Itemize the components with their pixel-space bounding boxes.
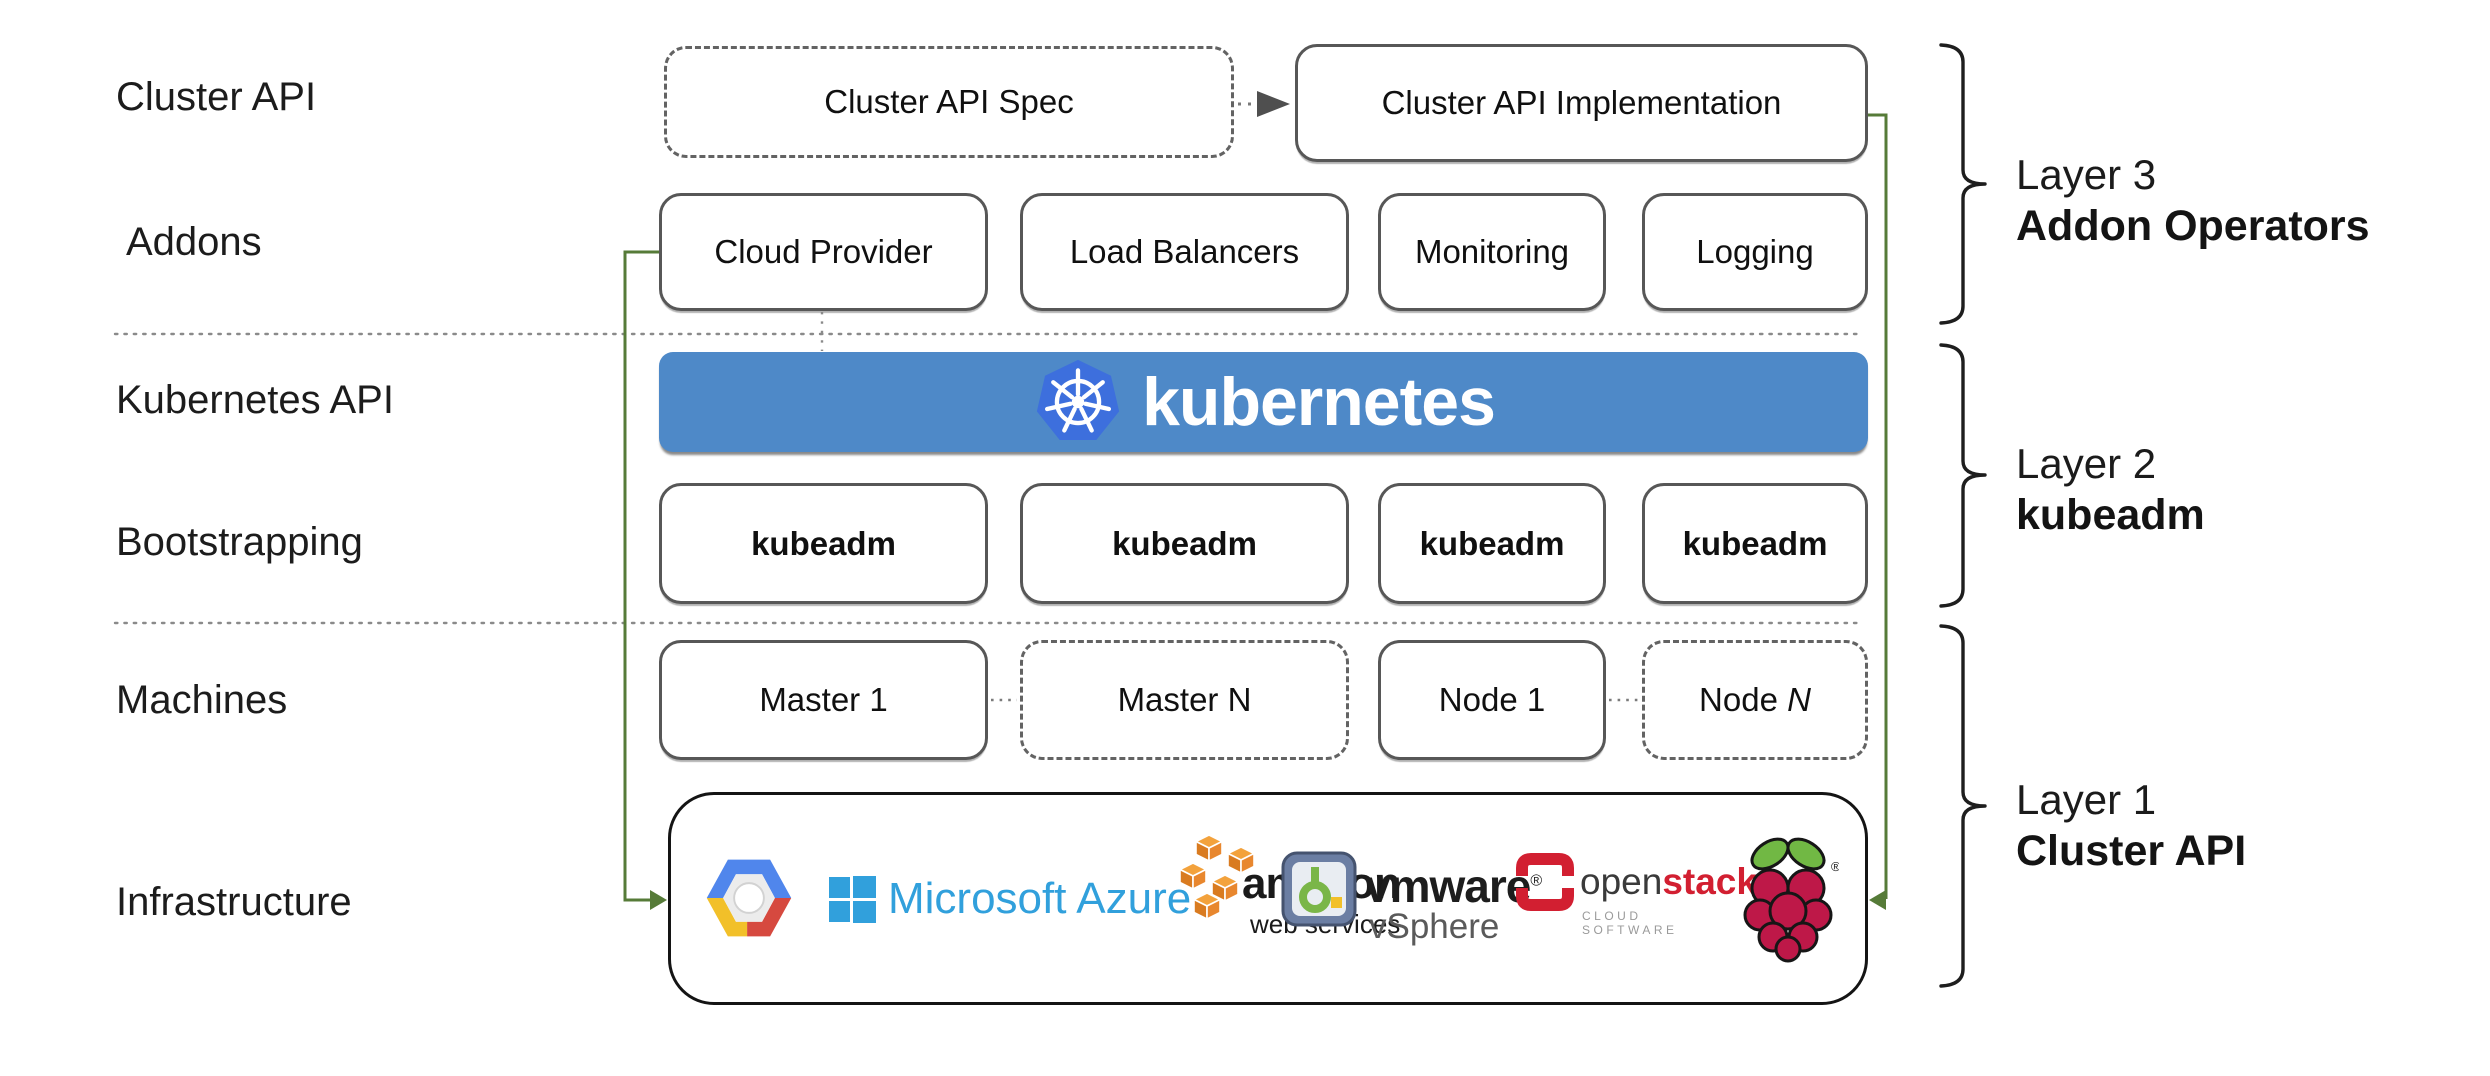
cluster-api-spec-label: Cluster API Spec xyxy=(824,83,1074,120)
master-n-label: Master N xyxy=(1117,681,1252,718)
master-1-box: Master 1 xyxy=(659,640,988,760)
layer-1-title: Cluster API xyxy=(2016,827,2247,875)
kubeadm-label: kubeadm xyxy=(751,524,896,562)
cluster-api-implementation-box: Cluster API Implementation xyxy=(1295,44,1868,162)
raspberry-pi-icon: ® xyxy=(1743,837,1841,963)
row-label-cluster-api: Cluster API xyxy=(116,75,317,119)
infrastructure-box: Microsoft Azure xyxy=(668,792,1868,1005)
microsoft-azure-logo: Microsoft Azure xyxy=(829,871,1191,927)
kubeadm-box-2: kubeadm xyxy=(1020,483,1349,604)
addon-cloud-provider-box: Cloud Provider xyxy=(659,193,988,311)
addon-load-balancers-label: Load Balancers xyxy=(1069,233,1300,270)
openstack-icon xyxy=(1516,853,1574,911)
raspberry-pi-logo: ® xyxy=(1739,831,1841,971)
master-n-box: Master N xyxy=(1020,640,1349,760)
openstack-wordmark: openstack™ xyxy=(1580,861,1770,902)
kubeadm-box-1: kubeadm xyxy=(659,483,988,604)
node-1-label: Node 1 xyxy=(1438,681,1546,718)
aws-cubes-icon xyxy=(1179,834,1255,920)
google-cloud-logo xyxy=(701,845,797,951)
addon-load-balancers-box: Load Balancers xyxy=(1020,193,1349,311)
spec-to-implementation-arrow xyxy=(1238,91,1290,117)
google-cloud-hexagon-icon xyxy=(706,859,792,937)
implementation-to-infrastructure-connector xyxy=(1868,113,1888,910)
openstack-cloud-software-text: CLOUD SOFTWARE xyxy=(1582,909,1678,937)
kubernetes-banner: kubernetes xyxy=(659,352,1868,452)
kubernetes-logo-icon xyxy=(1036,359,1120,440)
layer-2-name: Layer 2 xyxy=(2016,440,2157,487)
layer-3-title: Addon Operators xyxy=(2016,202,2370,250)
cluster-api-implementation-label: Cluster API Implementation xyxy=(1381,84,1782,121)
row-label-addons: Addons xyxy=(126,220,262,264)
addon-monitoring-label: Monitoring xyxy=(1414,233,1570,270)
node-1-box: Node 1 xyxy=(1378,640,1606,760)
addon-logging-box: Logging xyxy=(1642,193,1868,311)
addon-monitoring-box: Monitoring xyxy=(1378,193,1606,311)
vmware-icon xyxy=(1281,851,1357,927)
layer-3-brace xyxy=(1939,43,1987,325)
green-arrowhead-right xyxy=(1869,890,1886,910)
vmware-wordmark: vmware® xyxy=(1365,860,1542,912)
node-n-label: Node N xyxy=(1699,681,1811,718)
green-arrowhead-left xyxy=(650,890,667,910)
raspberry-registered-mark: ® xyxy=(1831,859,1839,874)
row-label-infrastructure: Infrastructure xyxy=(116,880,352,924)
kubeadm-label: kubeadm xyxy=(1112,524,1257,562)
windows-flag-icon xyxy=(829,875,876,923)
layer-1-name: Layer 1 xyxy=(2016,776,2157,823)
addon-cloud-provider-label: Cloud Provider xyxy=(714,233,933,270)
addon-logging-label: Logging xyxy=(1696,233,1814,270)
row-label-machines: Machines xyxy=(116,678,288,722)
kubeadm-label: kubeadm xyxy=(1419,524,1565,562)
layer-2-brace xyxy=(1939,343,1987,608)
layer-1-brace xyxy=(1939,624,1987,988)
aws-logo: amazon web services xyxy=(1176,834,1411,965)
row-label-bootstrapping: Bootstrapping xyxy=(116,520,363,564)
vmware-vsphere-logo: vmware® vSphere xyxy=(1281,851,1542,953)
cluster-api-spec-box: Cluster API Spec xyxy=(664,46,1234,158)
layer-3-name: Layer 3 xyxy=(2016,151,2157,198)
azure-wordmark: Microsoft Azure xyxy=(888,874,1192,923)
row-label-kubernetes-api: Kubernetes API xyxy=(116,378,394,422)
kubeadm-label: kubeadm xyxy=(1682,524,1828,562)
master-1-label: Master 1 xyxy=(759,681,888,718)
kubernetes-wordmark: kubernetes xyxy=(1142,364,1496,440)
kubeadm-box-4: kubeadm xyxy=(1642,483,1868,604)
node-n-box: Node N xyxy=(1642,640,1868,760)
openstack-logo: openstack™ CLOUD SOFTWARE xyxy=(1516,853,1770,949)
vsphere-text: vSphere xyxy=(1369,907,1500,946)
layer-2-title: kubeadm xyxy=(2016,491,2205,539)
kubeadm-box-3: kubeadm xyxy=(1378,483,1606,604)
